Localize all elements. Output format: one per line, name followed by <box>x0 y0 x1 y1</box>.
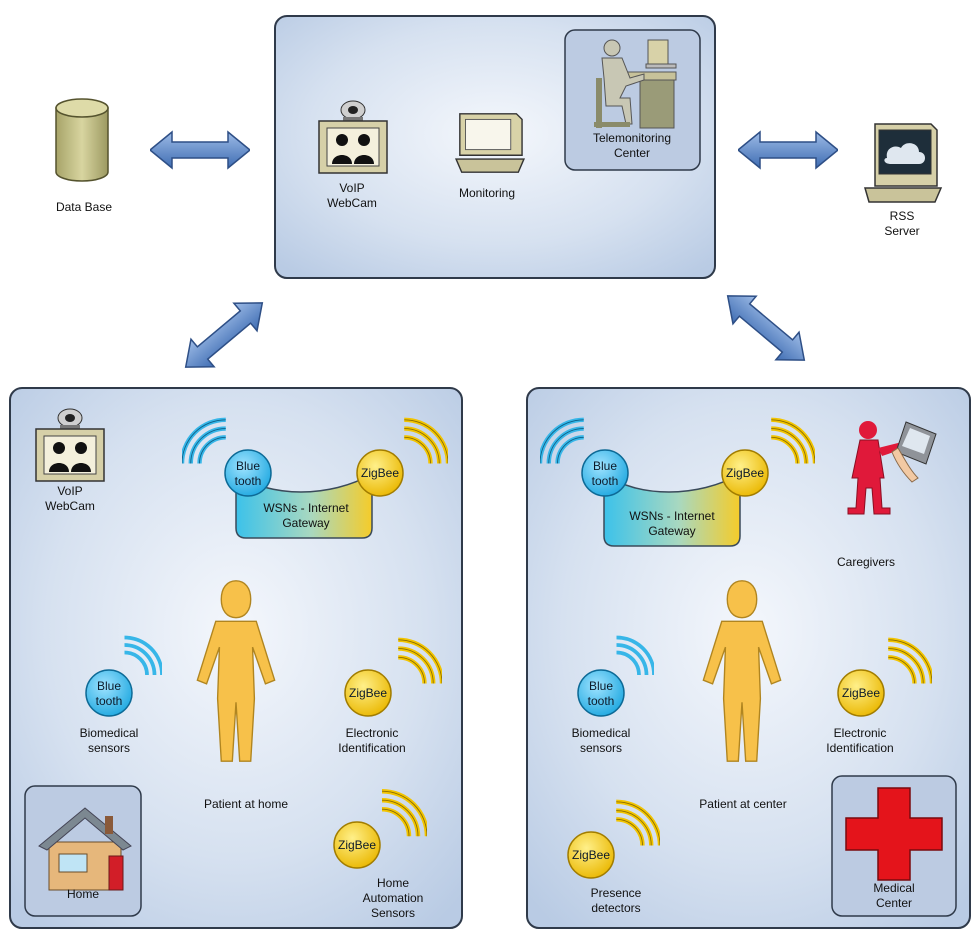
rss-server-icon <box>864 123 943 203</box>
home-voip-label-2: WebCam <box>45 499 95 513</box>
center-gw-bt-1: Blue <box>593 459 617 473</box>
database-icon <box>55 98 109 182</box>
home-gw-label-1: WSNs - Internet <box>263 501 349 515</box>
center-eid-label-1: Electronic <box>834 726 887 740</box>
home-auto-label-2: Automation <box>363 891 424 905</box>
home-auto-label-3: Sensors <box>371 906 415 920</box>
caregivers-label: Caregivers <box>837 555 895 569</box>
home-bio-bt-2: tooth <box>96 694 123 708</box>
bluetooth-badge <box>581 449 629 497</box>
home-gw-zb: ZigBee <box>361 466 399 480</box>
house-icon <box>38 807 132 891</box>
home-auto-zb: ZigBee <box>338 838 376 852</box>
telemonitoring-label-2: Center <box>614 146 650 160</box>
monitor-icon <box>455 113 525 173</box>
center-gw-zb: ZigBee <box>726 466 764 480</box>
presence-label-2: detectors <box>591 901 640 915</box>
home-bio-bt-1: Blue <box>97 679 121 693</box>
rss-label-1: RSS <box>890 209 915 223</box>
medical-label-1: Medical <box>873 881 914 895</box>
home-bio-label-2: sensors <box>88 741 130 755</box>
medical-cross-icon <box>845 787 943 881</box>
home-eid-label-1: Electronic <box>346 726 399 740</box>
operator-icon <box>594 39 677 129</box>
monitoring-label: Monitoring <box>459 186 515 200</box>
center-gw-label-2: Gateway <box>648 524 695 538</box>
telemonitoring-label-1: Telemonitoring <box>593 131 671 145</box>
presence-label-1: Presence <box>591 886 642 900</box>
center-gateway <box>603 472 741 547</box>
bidirectional-arrow-icon <box>738 131 838 169</box>
home-auto-label-1: Home <box>377 876 409 890</box>
home-gw-label-2: Gateway <box>282 516 329 530</box>
home-voip-label-1: VoIP <box>57 484 82 498</box>
bidirectional-arrow-icon <box>715 281 817 375</box>
rss-label-2: Server <box>884 224 919 238</box>
center-bio-label-1: Biomedical <box>572 726 631 740</box>
home-eid-label-2: Identification <box>338 741 405 755</box>
center-bio-bt-1: Blue <box>589 679 613 693</box>
home-gw-bt-1: Blue <box>236 459 260 473</box>
central-voip-label-1: VoIP <box>339 181 364 195</box>
home-eid-zb: ZigBee <box>349 686 387 700</box>
caregiver-icon <box>847 421 937 515</box>
center-gw-bt-2: tooth <box>592 474 619 488</box>
home-bio-label-1: Biomedical <box>80 726 139 740</box>
center-patient-label: Patient at center <box>699 797 786 811</box>
central-voip-label-2: WebCam <box>327 196 377 210</box>
bluetooth-badge <box>85 669 133 717</box>
bluetooth-badge <box>577 669 625 717</box>
home-patient-label: Patient at home <box>204 797 288 811</box>
center-gw-label-1: WSNs - Internet <box>629 509 715 523</box>
home-label: Home <box>67 887 99 901</box>
presence-zb: ZigBee <box>572 848 610 862</box>
center-eid-label-2: Identification <box>826 741 893 755</box>
home-gw-bt-2: tooth <box>235 474 262 488</box>
center-bio-label-2: sensors <box>580 741 622 755</box>
bidirectional-arrow-icon <box>173 288 275 382</box>
medical-label-2: Center <box>876 896 912 910</box>
center-eid-zb: ZigBee <box>842 686 880 700</box>
home-gateway <box>235 472 373 539</box>
bluetooth-badge <box>224 449 272 497</box>
database-label: Data Base <box>56 200 112 214</box>
bidirectional-arrow-icon <box>150 131 250 169</box>
center-bio-bt-2: tooth <box>588 694 615 708</box>
